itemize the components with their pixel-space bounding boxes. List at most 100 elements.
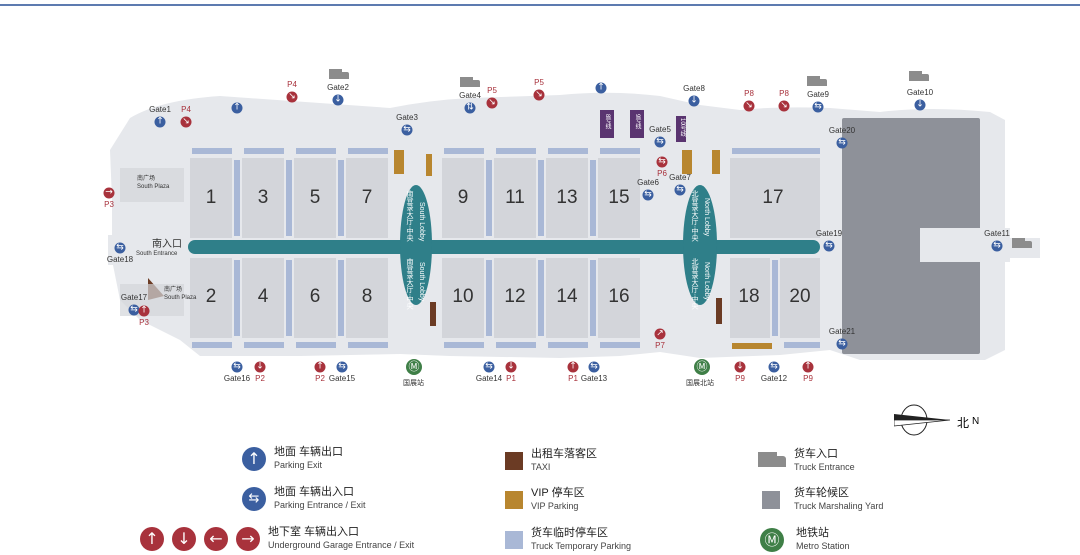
parking-sign-icon: →	[103, 187, 115, 199]
hall-number: 12	[504, 286, 526, 307]
compass-rose-icon	[893, 404, 951, 436]
hall-number: 14	[556, 286, 578, 307]
truck-icon	[909, 71, 929, 83]
hall-number: 3	[257, 187, 269, 208]
arrow-right-icon: →	[236, 526, 260, 551]
parking-exit-icon: ↑	[231, 102, 243, 114]
gate-label: Gate20	[828, 126, 856, 135]
parking-sign-icon: ↓	[734, 361, 746, 373]
gate-sign-icon: ⇆	[336, 361, 348, 373]
north-lobby-label-en: North Lobby	[703, 198, 710, 237]
legend-label-en: Truck Temporary Parking	[531, 541, 632, 551]
bus-stop-label: 10号线	[679, 118, 685, 137]
parking-sign-icon: ↑	[567, 361, 579, 373]
gate-label: Gate12	[760, 374, 788, 383]
legend-vip-parking: VIP 停车区 VIP Parking	[505, 487, 585, 512]
parking-label: P7	[655, 341, 665, 350]
parking-sign-icon: ↘	[533, 89, 545, 101]
parking-sign-icon: ↘	[778, 100, 790, 112]
central-corridor	[188, 240, 820, 254]
gate-sign-icon: ⇆	[836, 338, 848, 350]
parking-label: P9	[735, 374, 745, 383]
legend-label: 地面 车辆出口	[274, 446, 344, 458]
legend-label-en: VIP Parking	[531, 501, 579, 511]
parking-sign-icon: ↘	[743, 100, 755, 112]
legend-label: 货车入口	[794, 448, 838, 460]
south-lobby-label-en: South Lobby	[418, 202, 425, 242]
metro-icon: Ⓜ	[694, 359, 710, 375]
gate-label: Gate13	[580, 374, 608, 383]
hall-number: 11	[505, 187, 525, 208]
south-plaza-top	[120, 168, 184, 202]
gate-label: Gate4	[459, 91, 481, 100]
gate-label: Gate11	[984, 229, 1010, 238]
legend-label: 货车轮候区	[794, 487, 849, 499]
legend-label: 出租车落客区	[531, 448, 597, 460]
legend-parking-entrance-exit: ⇆ 地面 车辆出入口 Parking Entrance / Exit	[242, 486, 366, 511]
arrow-left-icon: ←	[204, 526, 228, 551]
gate-label: Gate7	[669, 173, 691, 182]
gate-sign-icon: ⇆	[231, 361, 243, 373]
gate-label: Gate18	[106, 255, 134, 264]
arrow-down-icon: ↓	[172, 526, 196, 551]
truck-icon	[460, 77, 480, 89]
parking-sign-icon: ⇆	[656, 156, 668, 168]
hall-number: 10	[452, 286, 474, 307]
legend-label-en: Truck Marshaling Yard	[794, 501, 884, 511]
parking-entrance-exit-icon: ⇆	[242, 486, 266, 511]
gate-sign-icon: ⇆	[401, 124, 413, 136]
bus-stops	[600, 110, 686, 142]
parking-sign-icon: ↑	[802, 361, 814, 373]
gate-sign-icon: ⇆	[114, 242, 126, 254]
hall-number: 4	[257, 286, 269, 307]
south-entrance-label-en: South Entrance	[136, 251, 178, 257]
hall-number: 15	[608, 187, 630, 208]
hall-number: 7	[361, 187, 373, 208]
legend-label: 货车临时停车区	[531, 527, 608, 539]
hall-number: 17	[762, 187, 784, 208]
parking-label: P3	[139, 318, 149, 327]
parking-label: P4	[181, 105, 191, 114]
parking-sign-icon: ↑	[314, 361, 326, 373]
south-lobby-label-lower: 南登录大厅·中央	[406, 258, 413, 310]
gate-label: Gate5	[649, 125, 671, 134]
legend-parking-exit: ↑ 地面 车辆出口 Parking Exit	[242, 446, 343, 471]
gate-sign-icon: ⇆	[642, 189, 654, 201]
yard-east-road	[920, 228, 1010, 262]
gate-label: Gate16	[223, 374, 251, 383]
north-lobby-label: 北登录大厅·中央	[691, 190, 698, 242]
gate-label: Gate14	[475, 374, 503, 383]
south-plaza-label-bottom: 南广场	[164, 287, 183, 293]
gate-sign-icon: ↓	[332, 94, 344, 106]
top-border-line	[0, 4, 1080, 6]
legend-label: 地面 车辆出入口	[274, 486, 355, 498]
legend-label-en: TAXI	[531, 462, 551, 472]
truck-icon	[807, 76, 827, 88]
truck-icon	[1012, 238, 1032, 250]
south-lobby-label: 南登录大厅·中央	[406, 190, 413, 242]
parking-sign-icon: ↘	[180, 116, 192, 128]
legend-label-en: Truck Entrance	[794, 462, 855, 472]
compass: 北 N	[893, 400, 979, 440]
legend-label-en: Parking Entrance / Exit	[274, 500, 366, 510]
parking-label: P9	[803, 374, 813, 383]
north-label: 北	[957, 416, 970, 430]
legend-label-en: Underground Garage Entrance / Exit	[268, 540, 415, 550]
gate-label: Gate6	[637, 178, 659, 187]
south-plaza-label-top-en: South Plaza	[137, 184, 170, 190]
south-lobby	[400, 185, 432, 305]
parking-label: P2	[255, 374, 265, 383]
gate-label: Gate2	[327, 83, 349, 92]
vip-swatch	[505, 490, 523, 509]
parking-sign-icon: ↘	[286, 91, 298, 103]
parking-label: P8	[744, 89, 754, 98]
hall-number: 18	[738, 286, 760, 307]
north-lobby-label-lower-en: North Lobby	[703, 262, 710, 301]
hall-number: 13	[556, 187, 578, 208]
vip-parking	[394, 150, 772, 349]
south-entrance-label: 南入口	[152, 239, 182, 250]
legend-taxi: 出租车落客区 TAXI	[505, 448, 597, 473]
south-plaza-label-bottom-en: South Plaza	[164, 295, 197, 301]
gate-sign-icon: ⇆	[674, 184, 686, 196]
gate-label: Gate9	[807, 90, 829, 99]
